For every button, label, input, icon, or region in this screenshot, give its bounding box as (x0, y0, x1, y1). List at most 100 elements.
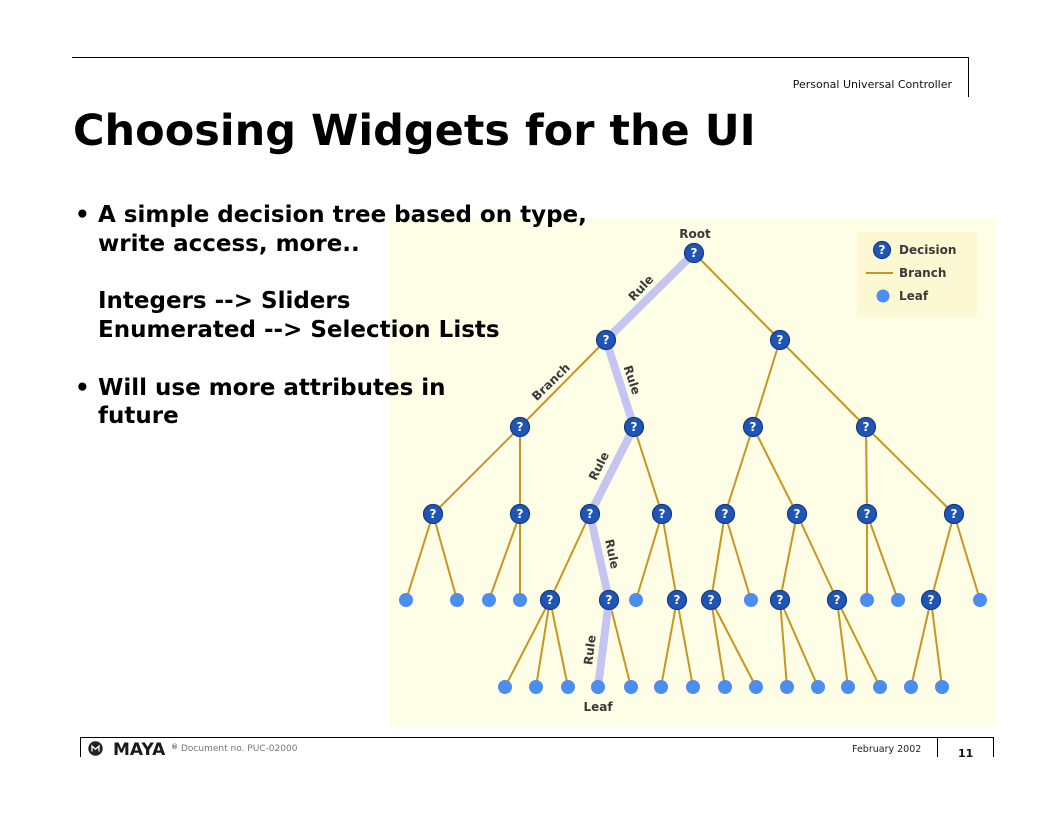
decision-glyph: ? (777, 333, 784, 347)
decision-node: ? (943, 503, 965, 525)
branch-edge (866, 513, 899, 601)
maya-logo-icon (88, 741, 103, 756)
decision-node: ? (683, 242, 705, 264)
leaf-node (686, 680, 700, 694)
branch-edge (432, 513, 458, 601)
leaf-node (860, 593, 874, 607)
bullet-example: Integers --> Sliders (75, 287, 587, 316)
rule-path-layer (586, 249, 698, 691)
leaf-node (561, 680, 575, 694)
bullet-item: • Will use more attributes in (75, 374, 587, 403)
decision-node-circle (683, 242, 705, 264)
decision-glyph: ? (722, 507, 729, 521)
maya-logo-text: MAYA (113, 740, 166, 760)
decision-node: ? (786, 503, 808, 525)
leaf-node (718, 680, 732, 694)
branch-edge (796, 513, 838, 601)
example-text: Enumerated --> Selection Lists (98, 317, 500, 343)
legend-item-leaf: Leaf (876, 289, 929, 303)
bullet-spacer (75, 259, 587, 288)
bullet-example: Enumerated --> Selection Lists (75, 316, 587, 345)
example-text: Integers --> Sliders (98, 288, 351, 315)
decision-node-circle (651, 503, 673, 525)
decision-node-circle (855, 416, 877, 438)
leaf-node (891, 593, 905, 607)
decision-node-circle (509, 416, 531, 438)
branch-edge (660, 599, 678, 688)
legend-label: Decision (899, 243, 956, 257)
decision-node-circle (579, 503, 601, 525)
decision-node-circle (598, 589, 620, 611)
decision-node: ? (598, 589, 620, 611)
footer-rule-tick (993, 737, 994, 757)
leaf-node (811, 680, 825, 694)
decision-node-circle (786, 503, 808, 525)
branch-edge (779, 599, 819, 688)
footer-rule (80, 737, 994, 738)
branch-edge (710, 599, 726, 688)
leaf-node (904, 680, 918, 694)
branch-edge (633, 426, 663, 515)
leaf-node (624, 680, 638, 694)
decision-node: ? (623, 416, 645, 438)
decision-node: ? (742, 416, 764, 438)
decision-node: ? (595, 329, 617, 351)
leaf-node (450, 593, 464, 607)
decision-node: ? (651, 503, 673, 525)
decision-node: ? (769, 589, 791, 611)
decision-glyph: ? (834, 593, 841, 607)
branch-edge (676, 599, 694, 688)
bullet-text-continuation: write access, more.. (75, 230, 587, 259)
decision-node-circle (539, 589, 561, 611)
legend-item-decision: ? Decision (872, 240, 956, 260)
legend: ? Decision Branch Leaf (857, 232, 977, 317)
decision-node: ? (700, 589, 722, 611)
decision-node-circle (509, 503, 531, 525)
decision-node: ? (714, 503, 736, 525)
leaf-node (749, 680, 763, 694)
decision-glyph: ? (430, 507, 437, 521)
leaf-node (591, 680, 605, 694)
branch-edge (836, 599, 881, 688)
decision-node: ? (855, 416, 877, 438)
branch-edge (752, 426, 798, 515)
branch-edge (519, 339, 607, 428)
leaf-node (654, 680, 668, 694)
bullet-item: • A simple decision tree based on type, (75, 201, 587, 230)
branch-edge (693, 252, 781, 341)
registered-mark: ® (171, 743, 178, 751)
decision-glyph: ? (777, 593, 784, 607)
branch-edge (608, 599, 632, 688)
decision-glyph: ? (879, 243, 886, 257)
decision-glyph: ? (603, 333, 610, 347)
decision-node-circle (769, 589, 791, 611)
decision-node-circle (595, 329, 617, 351)
tree-nodes: ?????????????????????? (399, 242, 987, 694)
decision-node-circle (920, 589, 942, 611)
header-rule (72, 57, 969, 58)
branch-edge (661, 513, 678, 601)
header-product-name: Personal Universal Controller (792, 78, 952, 91)
branch-edge (488, 513, 521, 601)
branch-edge (865, 426, 955, 515)
branch-edge (635, 513, 663, 601)
decision-node-circle (742, 416, 764, 438)
decision-glyph: ? (517, 420, 524, 434)
branch-edge (865, 426, 868, 515)
legend-item-branch: Branch (866, 266, 946, 280)
decision-glyph: ? (691, 246, 698, 260)
leaf-node (935, 680, 949, 694)
decision-glyph: ? (659, 507, 666, 521)
leaf-node (841, 680, 855, 694)
bullet-text: Will use more attributes in (98, 374, 446, 401)
leaf-node (529, 680, 543, 694)
branch-edge (910, 599, 932, 688)
document-number: Document no. PUC-02000 (181, 744, 298, 754)
bullet-text: future (98, 403, 179, 430)
branch-edge (724, 513, 752, 601)
decision-node-circle (826, 589, 848, 611)
decision-node-circle (422, 503, 444, 525)
decision-glyph: ? (794, 507, 801, 521)
branch-edge (779, 339, 867, 428)
footer-rule-tick (80, 737, 81, 757)
